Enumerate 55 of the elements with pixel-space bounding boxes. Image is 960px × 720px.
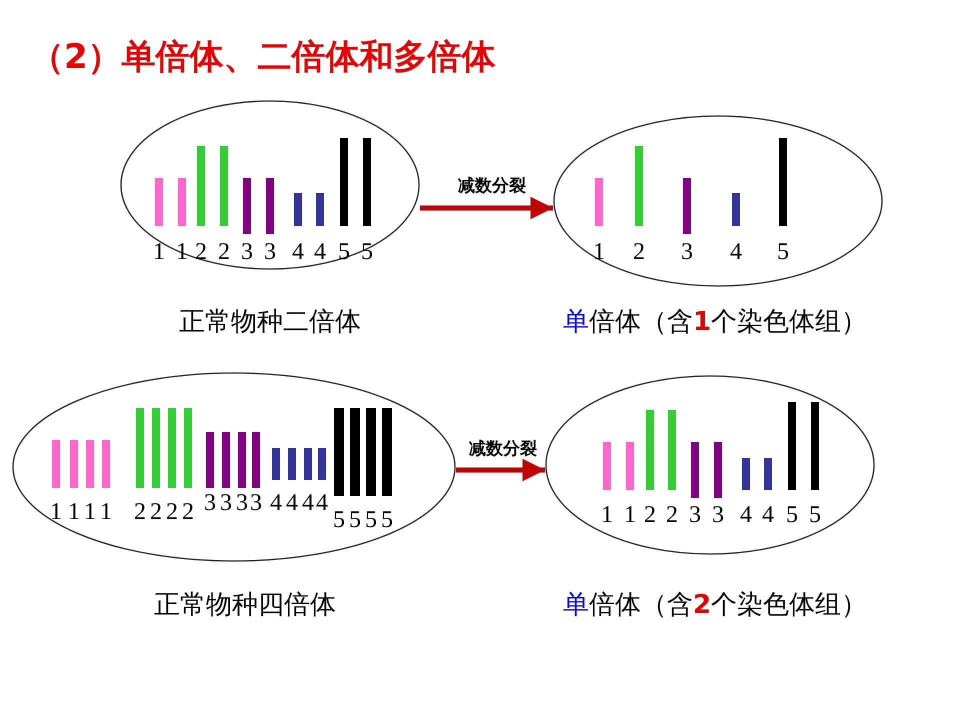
chromosome-number: 4 (314, 240, 326, 264)
cell-ellipse (545, 375, 875, 555)
chromosome-number: 5 (381, 508, 393, 532)
chromosome-number: 3 (250, 491, 262, 515)
chromosome-number: 4 (730, 240, 742, 264)
chromosome-number: 5 (809, 503, 821, 527)
chromosome-number: 4 (286, 491, 298, 515)
chromosome-number: 5 (349, 508, 361, 532)
chromosome-number: 4 (740, 503, 752, 527)
chromosome-number: 3 (681, 240, 693, 264)
node-label: 正常物种四倍体 (154, 589, 336, 621)
chromosome-number: 5 (333, 508, 345, 532)
cell-ellipse (120, 100, 420, 270)
chromosome-number: 1 (624, 503, 636, 527)
node-label: 正常物种二倍体 (179, 306, 361, 338)
chromosome-number: 1 (593, 240, 605, 264)
title: （2）单倍体、二倍体和多倍体 (30, 36, 496, 79)
arrow (456, 458, 545, 482)
chromosome-number: 5 (777, 240, 789, 264)
arrow (420, 196, 553, 220)
chromosome-number: 2 (633, 240, 645, 264)
chromosome-number: 3 (689, 503, 701, 527)
edge-label: 减数分裂 (458, 176, 526, 196)
chromosome-number: 1 (84, 500, 96, 524)
chromosome-number: 5 (786, 503, 798, 527)
chromosome-number: 2 (195, 240, 207, 264)
chromosome-number: 2 (150, 500, 162, 524)
node-label: 单倍体（含1个染色体组） (562, 306, 868, 338)
chromosome-number: 2 (666, 503, 678, 527)
chromosome-number: 2 (166, 500, 178, 524)
chromosome-number: 3 (241, 240, 253, 264)
chromosome-number: 4 (302, 491, 314, 515)
chromosome-number: 1 (50, 500, 62, 524)
chromosome-number: 1 (68, 500, 80, 524)
chromosome-number: 1 (153, 240, 165, 264)
chromosome-number: 4 (270, 491, 282, 515)
chromosome-number: 3 (264, 240, 276, 264)
chromosome-number: 4 (316, 491, 328, 515)
edge-label: 减数分裂 (469, 439, 537, 459)
chromosome-number: 3 (220, 491, 232, 515)
chromosome-number: 3 (204, 491, 216, 515)
chromosome-number: 2 (134, 500, 146, 524)
cell-ellipse (12, 372, 456, 562)
chromosome-number: 4 (762, 503, 774, 527)
chromosome-number: 4 (292, 240, 304, 264)
chromosome-number: 2 (644, 503, 656, 527)
chromosome-number: 3 (236, 491, 248, 515)
chromosome-number: 2 (218, 240, 230, 264)
chromosome-number: 1 (100, 500, 112, 524)
chromosome-number: 3 (712, 503, 724, 527)
chromosome-number: 1 (601, 503, 613, 527)
cell-ellipse (553, 115, 883, 287)
chromosome-number: 5 (365, 508, 377, 532)
node-label: 单倍体（含2个染色体组） (562, 589, 868, 621)
chromosome-number: 2 (182, 500, 194, 524)
